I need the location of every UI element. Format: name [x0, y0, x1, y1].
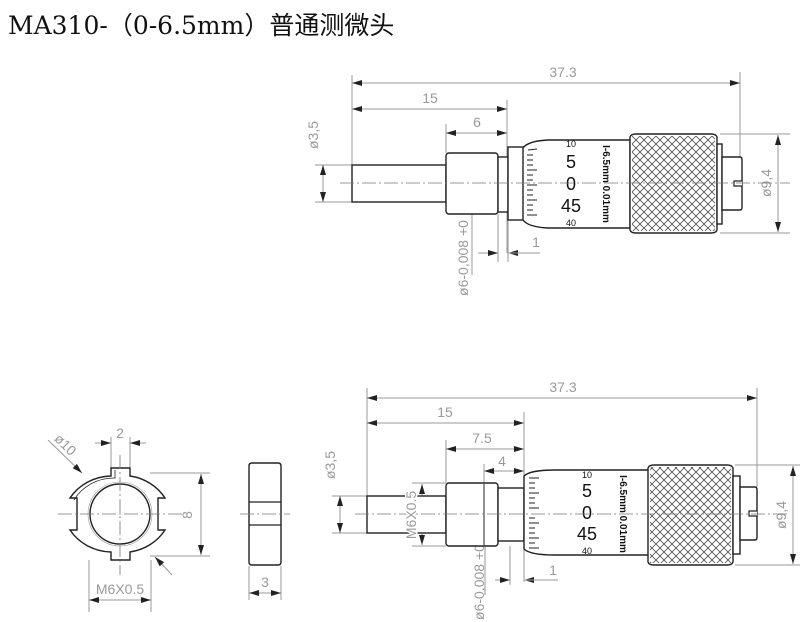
scale-10: 10	[582, 470, 592, 480]
dim-15-label: 15	[422, 90, 438, 106]
scale-10: 10	[566, 139, 576, 149]
range-label: I-6.5mm 0.01mm	[600, 145, 611, 223]
outer-dia-label: ø10	[51, 430, 80, 459]
dim-total-label: 37.3	[549, 379, 576, 395]
sleeve-dia-label: ø6-0,008 +0	[471, 544, 487, 620]
thread-label: M6X0.5	[403, 491, 419, 539]
dim-15-label: 15	[437, 404, 453, 420]
thimble-graduations	[527, 148, 538, 216]
dim-7-5-label: 7.5	[472, 430, 492, 446]
lock-nut-side-view: 3	[240, 462, 290, 600]
spindle	[351, 164, 447, 203]
drawing-title: MA310-（0-6.5mm）普通测微头	[8, 11, 395, 40]
sleeve-step	[497, 487, 525, 542]
scale-5: 5	[566, 152, 576, 172]
dim-4-label: 4	[498, 453, 506, 469]
lock-nut-front-view: 2 ø10 8 M6X0.5	[47, 425, 210, 612]
scale-40: 40	[566, 218, 576, 228]
scale-45: 45	[577, 524, 597, 544]
sleeve	[445, 152, 499, 215]
bottom-micrometer: 37.3 15 7.5 4 1 ø3,5 ø6-0,008 +0 ø9,4 10…	[322, 379, 800, 620]
scale-0: 0	[582, 503, 592, 523]
slot-width-label: 2	[116, 425, 124, 441]
spindle-dia-label: ø3,5	[322, 451, 338, 479]
sleeve-step	[497, 156, 509, 213]
dim-8-label: 8	[179, 511, 195, 519]
dim-total-label: 37.3	[549, 64, 576, 80]
thickness-label: 3	[261, 574, 269, 590]
ratchet-ring	[716, 143, 723, 225]
scale-40: 40	[582, 546, 592, 556]
thimble-dia-label: ø9,4	[773, 501, 789, 529]
top-micrometer: 37.3 15 6 1 ø3,5 ø6-0,008 +0 ø9,4 10 5 0…	[305, 64, 790, 296]
end-cap	[721, 156, 743, 211]
scale-0: 0	[566, 174, 576, 194]
nut-thread-label: M6X0.5	[96, 581, 144, 597]
sleeve-dia-label: ø6-0,008 +0	[455, 220, 471, 296]
thimble-graduations	[529, 477, 539, 549]
ratchet-ring	[732, 475, 741, 555]
spindle-dia-label: ø3,5	[305, 121, 321, 149]
scale-45: 45	[561, 196, 581, 216]
dim-6-label: 6	[473, 114, 481, 130]
threaded-sleeve	[445, 482, 499, 547]
scale-5: 5	[582, 481, 592, 501]
dim-1-label: 1	[532, 234, 540, 250]
dim-1-label: 1	[549, 562, 557, 578]
spindle	[366, 495, 447, 534]
